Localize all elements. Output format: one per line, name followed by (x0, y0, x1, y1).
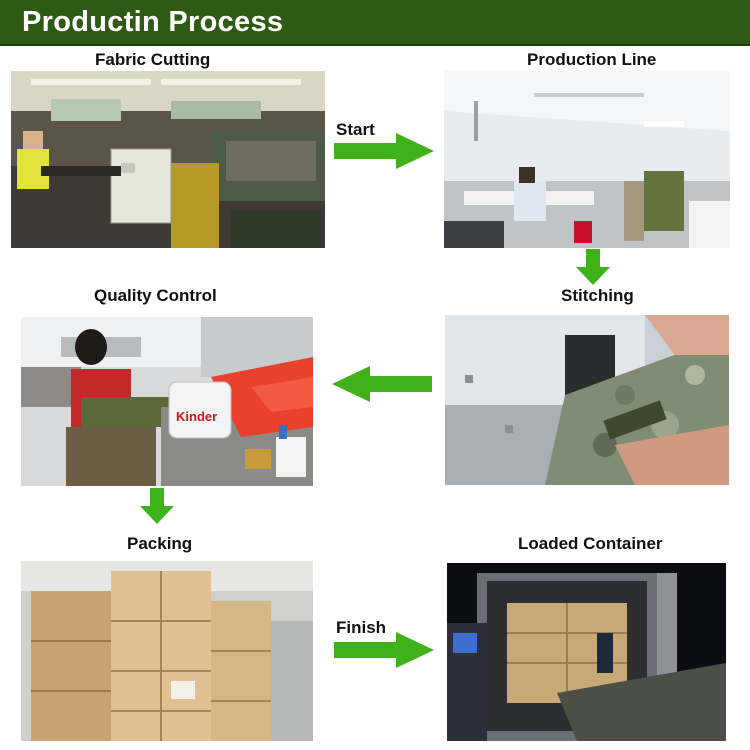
arrow-right-icon-2 (334, 632, 434, 668)
page-title: Productin Process (22, 6, 284, 38)
step-label-quality-control: Quality Control (94, 286, 217, 305)
fabric-cutting-photo (11, 71, 325, 248)
header-bar: Productin Process (0, 0, 750, 46)
step-label-fabric-cutting: Fabric Cutting (95, 50, 211, 69)
step-label-stitching: Stitching (561, 286, 634, 305)
packing-photo (21, 561, 313, 741)
arrow-right-icon (334, 133, 434, 169)
loaded-container-photo (447, 563, 726, 741)
arrow-down-icon-2 (140, 488, 174, 524)
arrow-label-start: Start (336, 120, 375, 139)
arrow-left-icon (332, 366, 432, 402)
step-label-packing: Packing (127, 534, 193, 553)
kinder-bag-text: Kinder (176, 409, 217, 424)
arrow-label-finish: Finish (336, 618, 387, 637)
step-label-production-line: Production Line (527, 50, 657, 69)
step-label-loaded-container: Loaded Container (518, 534, 663, 553)
stitching-photo (445, 315, 729, 485)
production-line-photo (444, 71, 730, 248)
arrow-down-icon (576, 249, 610, 285)
quality-control-photo: Kinder (21, 317, 313, 486)
